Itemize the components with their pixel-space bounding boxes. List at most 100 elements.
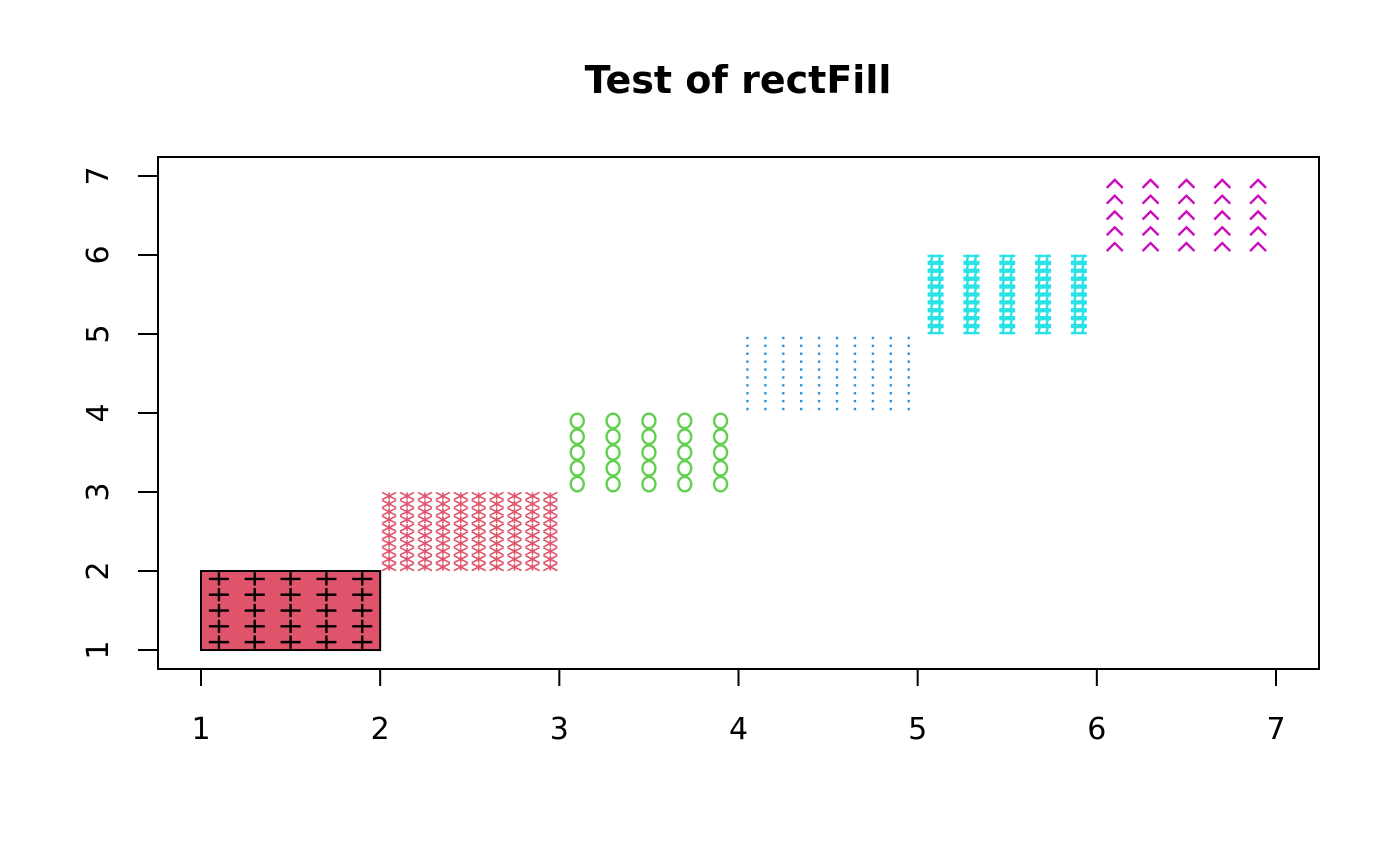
- dot-glyph: [853, 336, 857, 340]
- circle-glyph: [605, 459, 621, 477]
- dot-glyph: [835, 384, 839, 387]
- dot-glyph: [907, 352, 910, 355]
- dot-glyph: [764, 407, 767, 411]
- dot-glyph: [800, 376, 803, 379]
- dot-glyph: [764, 392, 767, 395]
- dot-glyph: [853, 376, 857, 379]
- dot-glyph: [782, 352, 785, 355]
- circle-glyph: [569, 428, 585, 446]
- dot-glyph: [835, 392, 839, 395]
- dot-glyph: [800, 392, 803, 395]
- rect-fill-2: [381, 491, 558, 572]
- circle-glyph: [677, 412, 693, 430]
- circle-glyph: [677, 428, 693, 446]
- circle-glyph: [641, 412, 657, 430]
- dot-glyph: [746, 384, 749, 387]
- dot-glyph: [835, 399, 839, 403]
- dot-glyph: [764, 376, 767, 379]
- dot-glyph: [782, 407, 785, 411]
- dot-glyph: [853, 360, 857, 363]
- circle-glyph: [677, 444, 693, 461]
- dot-glyph: [871, 384, 875, 387]
- dot-glyph: [817, 392, 821, 395]
- dot-glyph: [907, 384, 910, 387]
- dot-glyph: [889, 368, 892, 371]
- circle-glyph: [712, 412, 729, 430]
- dot-glyph: [907, 407, 910, 411]
- dot-glyph: [782, 376, 785, 379]
- dot-glyph: [907, 376, 910, 379]
- circle-glyph: [641, 444, 657, 461]
- dot-glyph: [764, 384, 767, 387]
- dot-glyph: [764, 344, 767, 348]
- caret-glyph: [1177, 225, 1196, 237]
- caret-glyph: [1105, 209, 1124, 221]
- dot-glyph: [817, 336, 821, 340]
- circle-glyph: [569, 412, 585, 430]
- caret-glyph: [1105, 193, 1124, 205]
- circle-glyph: [605, 475, 621, 493]
- dot-glyph: [746, 392, 749, 395]
- dot-glyph: [889, 384, 892, 387]
- x-tick-label: 3: [550, 712, 569, 747]
- caret-glyph: [1105, 225, 1124, 237]
- caret-glyph: [1213, 241, 1232, 252]
- y-tick-label: 2: [81, 561, 116, 580]
- dot-glyph: [907, 336, 910, 340]
- dot-glyph: [746, 336, 749, 340]
- circle-glyph: [712, 459, 729, 477]
- dot-glyph: [871, 336, 875, 340]
- dot-glyph: [853, 384, 857, 387]
- dot-glyph: [746, 376, 749, 379]
- dot-glyph: [853, 407, 857, 411]
- rect-fill-5: [927, 254, 1087, 335]
- dot-glyph: [782, 344, 785, 348]
- dot-glyph: [782, 392, 785, 395]
- x-tick-label: 1: [191, 712, 210, 747]
- caret-glyph: [1141, 178, 1160, 189]
- dot-glyph: [907, 368, 910, 371]
- dot-glyph: [764, 360, 767, 363]
- y-tick-label: 4: [81, 403, 116, 422]
- x-tick-label: 5: [908, 712, 927, 747]
- dot-glyph: [800, 336, 803, 340]
- dot-glyph: [817, 407, 821, 411]
- dot-glyph: [835, 376, 839, 379]
- chart-title: Test of rectFill: [585, 58, 892, 102]
- dot-glyph: [853, 352, 857, 355]
- dot-glyph: [817, 344, 821, 348]
- y-tick-label: 6: [81, 245, 116, 264]
- caret-glyph: [1213, 225, 1232, 237]
- dot-glyph: [853, 344, 857, 348]
- dot-glyph: [817, 384, 821, 387]
- dot-glyph: [782, 399, 785, 403]
- dot-glyph: [907, 399, 910, 403]
- dot-glyph: [871, 392, 875, 395]
- dot-glyph: [817, 399, 821, 403]
- circle-glyph: [677, 475, 693, 493]
- circle-glyph: [712, 444, 729, 461]
- x-tick-label: 2: [371, 712, 390, 747]
- dot-glyph: [889, 407, 892, 411]
- dot-glyph: [800, 360, 803, 363]
- caret-glyph: [1105, 241, 1124, 252]
- dot-glyph: [871, 352, 875, 355]
- x-tick-label: 6: [1087, 712, 1106, 747]
- caret-glyph: [1213, 193, 1232, 205]
- caret-glyph: [1141, 209, 1160, 221]
- dot-glyph: [835, 344, 839, 348]
- circle-glyph: [605, 444, 621, 461]
- caret-glyph: [1249, 241, 1267, 252]
- dot-glyph: [871, 368, 875, 371]
- caret-glyph: [1213, 209, 1232, 221]
- dot-glyph: [907, 344, 910, 348]
- caret-glyph: [1249, 178, 1267, 189]
- dot-glyph: [800, 344, 803, 348]
- dot-glyph: [871, 399, 875, 403]
- circle-glyph: [641, 428, 657, 446]
- dot-glyph: [835, 407, 839, 411]
- dot-glyph: [871, 360, 875, 363]
- caret-glyph: [1177, 193, 1196, 205]
- circle-glyph: [569, 475, 585, 493]
